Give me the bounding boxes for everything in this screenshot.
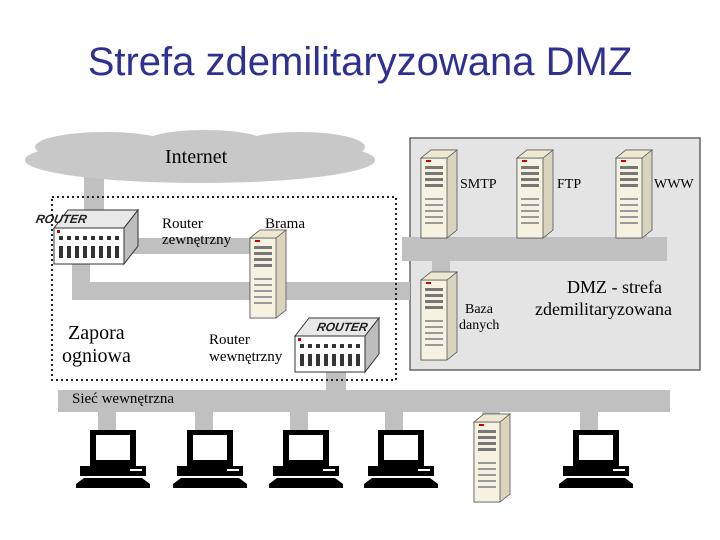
gateway-server	[249, 229, 287, 319]
database-label-line1: Baza	[465, 302, 493, 317]
internal-network-label: Sieć wewnętrzna	[72, 391, 175, 407]
external-router-label-line2: zewnętrzny	[162, 232, 232, 248]
dmz-label-line2: zdemilitaryzowana	[535, 299, 672, 319]
smtp-server	[420, 149, 458, 239]
router-badge-internal: ROUTER	[316, 320, 369, 334]
internal-network-bus	[58, 390, 670, 412]
database-server	[420, 271, 458, 361]
ftp-label: FTP	[557, 177, 582, 192]
internet-cloud	[25, 130, 375, 183]
workstation-1	[76, 430, 150, 488]
internal-server	[473, 413, 511, 503]
database-label-line2: danych	[459, 318, 500, 333]
dmz-bus	[402, 237, 667, 261]
router-badge-external: ROUTER	[35, 212, 88, 226]
ftp-server	[516, 149, 554, 239]
external-router-label-line1: Router	[162, 216, 203, 232]
firewall-boundary	[51, 196, 397, 381]
workstation-4	[364, 430, 438, 488]
gateway-label: Brama	[265, 216, 305, 232]
www-server	[615, 149, 653, 239]
www-label: WWW	[654, 177, 694, 192]
page-title: Strefa zdemilitaryzowana DMZ	[87, 40, 633, 84]
dmz-label-line1: DMZ - strefa	[567, 277, 662, 297]
workstation-5	[559, 430, 633, 488]
firewall-label-line1: Zapora	[68, 322, 125, 344]
smtp-label: SMTP	[460, 177, 497, 192]
internal-router-label-line1: Router	[209, 332, 250, 348]
firewall-label-line2: ogniowa	[62, 345, 131, 367]
workstation-3	[269, 430, 343, 488]
workstation-2	[173, 430, 247, 488]
internal-router-label-line2: wewnętrzny	[209, 349, 283, 365]
internet-label: Internet	[165, 146, 228, 168]
internet-link	[84, 170, 104, 210]
